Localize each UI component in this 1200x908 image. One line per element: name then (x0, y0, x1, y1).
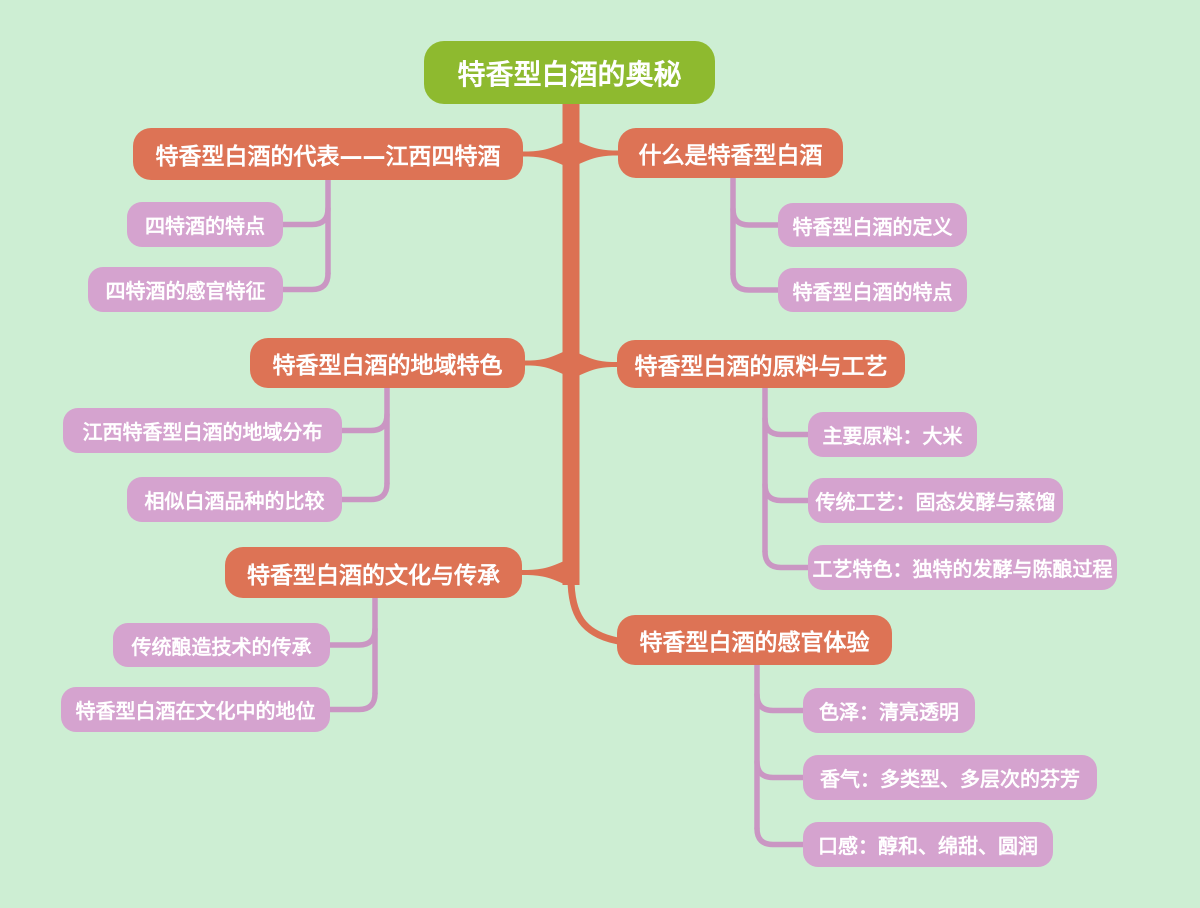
child-node[interactable]: 香气：多类型、多层次的芬芳 (803, 755, 1097, 800)
child-node[interactable]: 相似白酒品种的比较 (127, 477, 342, 522)
child-node[interactable]: 四特酒的感官特征 (88, 267, 283, 312)
root-node[interactable]: 特香型白酒的奥秘 (424, 41, 715, 104)
child-connector (280, 270, 331, 293)
child-node[interactable]: 江西特香型白酒的地域分布 (63, 408, 342, 453)
child-node[interactable]: 特香型白酒的定义 (778, 203, 967, 247)
child-node[interactable]: 传统工艺：固态发酵与蒸馏 (808, 478, 1063, 523)
child-node[interactable]: 工艺特色：独特的发酵与陈酿过程 (808, 545, 1117, 590)
branch-connector (523, 142, 564, 166)
child-node[interactable]: 传统酿造技术的传承 (113, 623, 330, 667)
child-connector (280, 205, 331, 228)
branch-node-definition[interactable]: 什么是特香型白酒 (618, 128, 843, 178)
child-connector (339, 480, 390, 503)
child-connector (327, 626, 378, 648)
child-connector (762, 481, 811, 504)
trunk-tail-connector (567, 574, 622, 645)
child-node[interactable]: 特香型白酒的特点 (778, 268, 967, 312)
child-node[interactable]: 色泽：清亮透明 (803, 688, 975, 733)
branch-node-representative[interactable]: 特香型白酒的代表——江西四特酒 (133, 128, 523, 180)
branch-connector (525, 351, 564, 375)
child-connector (327, 690, 378, 713)
branch-node-ingredients[interactable]: 特香型白酒的原料与工艺 (617, 340, 905, 388)
branch-connector (578, 141, 618, 165)
branch-connector (578, 353, 617, 376)
branch-node-sensory[interactable]: 特香型白酒的感官体验 (617, 615, 892, 665)
child-connector (754, 825, 806, 848)
child-connector (339, 411, 390, 434)
child-node[interactable]: 四特酒的特点 (127, 202, 283, 247)
child-connectors (280, 174, 811, 848)
child-connector (730, 271, 781, 293)
branch-node-culture[interactable]: 特香型白酒的文化与传承 (225, 547, 522, 598)
child-connector (762, 415, 811, 438)
child-connector (730, 206, 781, 228)
child-connector (754, 758, 806, 781)
child-connector (762, 548, 811, 571)
branch-connector (522, 561, 564, 584)
child-node[interactable]: 口感：醇和、绵甜、圆润 (803, 822, 1053, 867)
branch-node-region[interactable]: 特香型白酒的地域特色 (250, 338, 525, 388)
child-node[interactable]: 特香型白酒在文化中的地位 (61, 687, 330, 732)
child-node[interactable]: 主要原料：大米 (808, 412, 977, 457)
child-connector (754, 691, 806, 714)
